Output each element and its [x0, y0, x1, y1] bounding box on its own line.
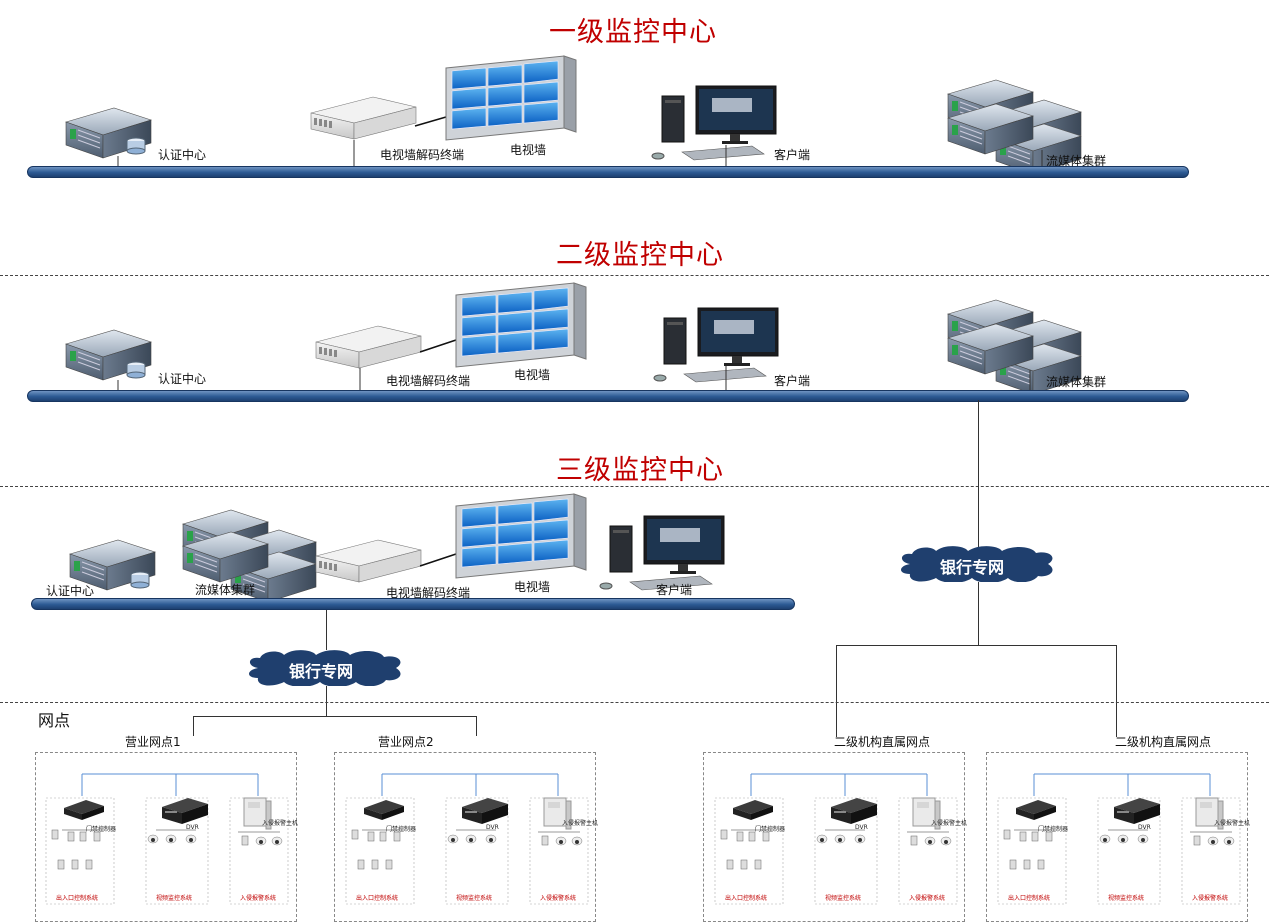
access-controller-label: 门禁控制器	[386, 826, 417, 833]
dvr-label: DVR	[855, 824, 868, 831]
level3-auth-label: 认证中心	[46, 584, 95, 598]
level3-wall-label: 电视墙	[514, 580, 551, 594]
video-system-label: 视频监控系统	[156, 895, 193, 902]
level1-auth-label: 认证中心	[158, 148, 207, 162]
level-divider	[0, 702, 1269, 703]
access-controller-label: 门禁控制器	[1038, 826, 1069, 833]
access-controller-label: 门禁控制器	[755, 826, 786, 833]
level2-wall-label: 电视墙	[514, 368, 551, 382]
branch-label: 二级机构直属网点	[1115, 735, 1212, 749]
dvr-label: DVR	[486, 824, 499, 831]
branch-drop	[1116, 645, 1117, 737]
level1-stream-label: 流媒体集群	[1046, 154, 1107, 168]
alarm-system-label: 入侵报警系统	[540, 895, 577, 902]
level2-to-bank-link	[978, 400, 979, 548]
bank-network-label-left: 银行专网	[289, 662, 354, 681]
level-divider	[0, 275, 1269, 276]
access-system-label: 出入口控制系统	[56, 895, 99, 902]
alarm-system-label: 入侵报警系统	[240, 895, 277, 902]
branch-drop	[193, 716, 194, 736]
level2-decoder-label: 电视墙解码终端	[386, 374, 471, 388]
alarm-system-label: 入侵报警系统	[909, 895, 946, 902]
level1-network-bus	[27, 166, 1189, 178]
branch-label: 营业网点1	[125, 735, 181, 749]
video-system-label: 视频监控系统	[456, 895, 493, 902]
branch-split-line	[836, 645, 1116, 646]
level-divider	[0, 486, 1269, 487]
branch-zone	[334, 752, 596, 922]
branch-zone	[703, 752, 965, 922]
branch-label: 营业网点2	[378, 735, 434, 749]
bank-network-label-right: 银行专网	[940, 558, 1005, 577]
access-system-label: 出入口控制系统	[356, 895, 399, 902]
access-system-label: 出入口控制系统	[725, 895, 768, 902]
level1-client-label: 客户端	[774, 148, 811, 162]
branch-zone	[986, 752, 1248, 922]
bank-to-branches-link	[326, 686, 327, 716]
level3-network-bus	[31, 598, 795, 610]
dvr-label: DVR	[186, 824, 199, 831]
level3-client-label: 客户端	[656, 583, 693, 597]
level3-stream-label: 流媒体集群	[195, 583, 256, 597]
dvr-label: DVR	[1138, 824, 1151, 831]
access-system-label: 出入口控制系统	[1008, 895, 1051, 902]
alarm-host-label: 入侵报警主机	[1214, 820, 1251, 827]
alarm-host-label: 入侵报警主机	[562, 820, 599, 827]
sites-section-label: 网点	[38, 711, 71, 730]
level2-title: 二级监控中心	[556, 240, 724, 271]
level1-title: 一级监控中心	[549, 17, 717, 48]
bank-to-branches-link	[978, 582, 979, 645]
level3-decoder-label: 电视墙解码终端	[386, 586, 471, 600]
access-controller-label: 门禁控制器	[86, 826, 117, 833]
level2-client-label: 客户端	[774, 374, 811, 388]
alarm-system-label: 入侵报警系统	[1192, 895, 1229, 902]
level2-network-bus	[27, 390, 1189, 402]
level2-devices	[65, 282, 1082, 395]
alarm-host-label: 入侵报警主机	[262, 820, 299, 827]
level2-auth-label: 认证中心	[158, 372, 207, 386]
level3-devices	[69, 493, 725, 603]
branch-subsystem	[346, 774, 588, 904]
branch-drop	[476, 716, 477, 736]
branch-split-line	[193, 716, 476, 717]
alarm-host-label: 入侵报警主机	[931, 820, 968, 827]
level2-stream-label: 流媒体集群	[1046, 375, 1107, 389]
level3-to-bank-link	[326, 610, 327, 650]
level1-devices	[65, 55, 1082, 175]
branch-label: 二级机构直属网点	[834, 735, 931, 749]
video-system-label: 视频监控系统	[825, 895, 862, 902]
video-system-label: 视频监控系统	[1108, 895, 1145, 902]
level3-title: 三级监控中心	[556, 455, 724, 486]
branch-subsystem	[46, 774, 288, 904]
branch-drop	[836, 645, 837, 737]
level1-decoder-label: 电视墙解码终端	[380, 148, 465, 162]
level1-wall-label: 电视墙	[510, 143, 547, 157]
branch-subsystem	[715, 774, 957, 904]
branch-subsystem	[998, 774, 1240, 904]
branch-zone	[35, 752, 297, 922]
